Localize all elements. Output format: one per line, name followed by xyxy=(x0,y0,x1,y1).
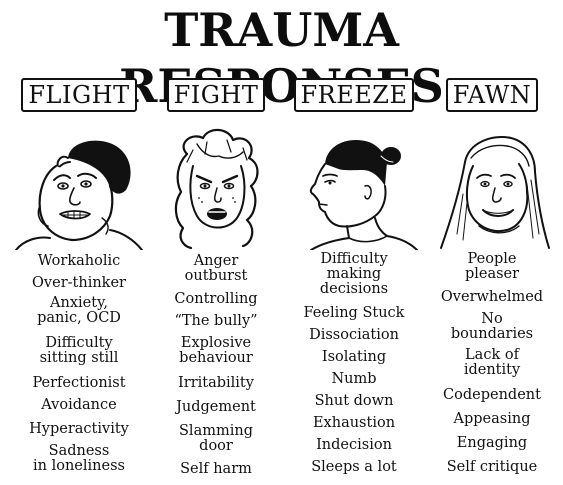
trait-item: Sleeps a lot xyxy=(311,459,397,475)
trait-item: Explosive behaviour xyxy=(179,335,253,366)
heading-fawn: FAWN xyxy=(445,78,539,112)
trait-item: Exhaustion xyxy=(312,415,396,431)
trait-item: Perfectionist xyxy=(32,375,126,391)
trait-item: “The bully” xyxy=(174,313,258,329)
trait-item: Difficulty sitting still xyxy=(39,335,119,366)
column-fawn: FAWN People pleaser Overwhelmed No bound… xyxy=(423,78,561,475)
heading-flight: FLIGHT xyxy=(21,78,137,112)
trait-item: Anxiety, panic, OCD xyxy=(37,295,121,326)
column-flight: FLIGHT Workaholic Over-thinker Anxiety, … xyxy=(10,78,148,474)
trait-item: Dissociation xyxy=(309,327,399,343)
trait-item: Anger outburst xyxy=(184,253,248,284)
trait-item: Controlling xyxy=(174,291,258,307)
trait-item: Overwhelmed xyxy=(440,289,544,305)
trait-item: Feeling Stuck xyxy=(303,305,405,321)
trait-item: Slamming door xyxy=(179,423,253,454)
heading-freeze: FREEZE xyxy=(293,78,415,112)
heading-fight: FIGHT xyxy=(166,78,266,112)
trait-item: Judgement xyxy=(176,399,256,415)
trait-item: People pleaser xyxy=(464,251,520,282)
freeze-face-illustration xyxy=(309,140,418,250)
trait-item: Over-thinker xyxy=(32,275,126,291)
fight-face-illustration xyxy=(174,128,259,250)
trait-item: Isolating xyxy=(321,349,387,365)
flight-face-illustration xyxy=(15,140,143,250)
trait-item: Sadness in loneliness xyxy=(33,443,125,474)
trait-item: No boundaries xyxy=(450,311,534,342)
trait-item: Numb xyxy=(331,371,377,387)
trait-item: Hyperactivity xyxy=(29,421,129,437)
trait-item: Codependent xyxy=(443,387,541,403)
trait-item: Lack of identity xyxy=(463,347,521,378)
trait-item: Engaging xyxy=(456,435,528,451)
column-freeze: FREEZE Difficulty making decisions Feeli… xyxy=(285,78,423,475)
trait-item: Workaholic xyxy=(37,253,121,269)
trait-item: Indecision xyxy=(316,437,392,453)
trait-item: Difficulty making decisions xyxy=(319,251,389,297)
trait-item: Irritability xyxy=(178,375,254,391)
trait-item: Self critique xyxy=(446,459,538,475)
column-fight: FIGHT Anger outburst Controlling “The bu… xyxy=(147,78,285,477)
trait-item: Self harm xyxy=(180,461,252,477)
trait-item: Avoidance xyxy=(41,397,117,413)
trait-item: Appeasing xyxy=(453,411,531,427)
trait-item: Shut down xyxy=(314,393,394,409)
fawn-face-illustration xyxy=(440,136,550,249)
